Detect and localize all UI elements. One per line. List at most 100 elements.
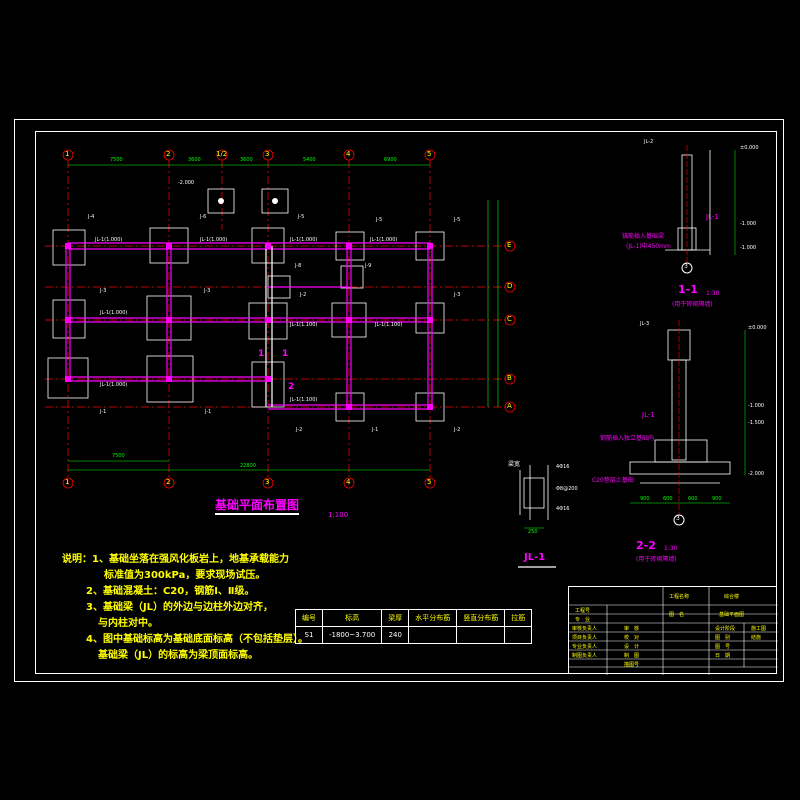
beam-label: JL-1(1.100) xyxy=(290,397,318,403)
section-1-1-anchor-note-2: (JL-1)中450mm xyxy=(626,243,671,250)
section-2-2-note: (用于砖砌隔墙) xyxy=(636,556,677,563)
table-row: S1 -1800~3.700 240 xyxy=(295,626,533,644)
section-2-2-dim: 600 xyxy=(663,496,673,502)
tb-cell: 设 计 xyxy=(624,644,640,650)
footing-label: J-6 xyxy=(200,214,207,220)
axis-bottom-2: 2 xyxy=(166,478,171,486)
axis-right-d: D xyxy=(507,282,513,290)
beam-label: JL-1(1.000) xyxy=(100,310,128,316)
table-header: 梁厚 xyxy=(381,609,410,627)
footing-label: J-5 xyxy=(298,214,305,220)
section-2-2-dim: 900 xyxy=(640,496,650,502)
footing-label: J-5 xyxy=(376,217,383,223)
tb-cell: 图 别 xyxy=(715,635,731,641)
drawing-frame-inner xyxy=(35,131,777,674)
section-1-1-scale: 1:30 xyxy=(706,290,720,297)
section-2-2-elev-1: -1.000 xyxy=(748,403,765,409)
title-block: 工程名称 综合楼 图 名 基础平面图 工程号 专 业 审核负责人 审 核 设计阶… xyxy=(568,586,778,675)
tb-cell: 制图负责人 xyxy=(572,653,598,659)
beam-label: JL-1(1.100) xyxy=(375,322,403,328)
tb-cell: 校 对 xyxy=(624,635,640,641)
table-header: 拉筋 xyxy=(504,609,533,627)
footing-label: J-2 xyxy=(300,292,307,298)
dim-top-5: 6900 xyxy=(384,157,397,163)
dim-bottom-first: 7500 xyxy=(112,453,125,459)
dim-top-1: 7500 xyxy=(110,157,123,163)
axis-top-4: 4 xyxy=(346,150,351,158)
axis-top-5: 5 xyxy=(427,150,432,158)
footing-label: J-1 xyxy=(205,409,212,415)
note-line: 基础梁（JL）的标高为梁顶面标高。 xyxy=(98,650,259,661)
section-mark: 1 xyxy=(282,349,289,359)
axis-top-1-2: 1/2 xyxy=(216,150,228,158)
table-cell xyxy=(456,626,506,644)
dim-top-2: 3600 xyxy=(188,157,201,163)
section-2-2-scale: 1:30 xyxy=(664,545,678,552)
section-1-1-anchor-note: 锚筋插入基础梁 xyxy=(622,233,665,240)
footing-label: J-2 xyxy=(296,427,303,433)
tb-cell: 施工图 xyxy=(751,626,767,632)
axis-bottom-5: 5 xyxy=(427,478,432,486)
jl1-stirrup: Φ8@200 xyxy=(556,486,578,492)
tb-cell: 审核负责人 xyxy=(572,626,598,632)
tb-cell: 图 号 xyxy=(715,644,731,650)
footing-label: J-3 xyxy=(204,288,211,294)
table-header: 编号 xyxy=(295,609,323,627)
section-1-1-title: 1-1 xyxy=(678,283,698,296)
table-header: 水平分布筋 xyxy=(408,609,458,627)
section-2-2-elev-top: ±0.000 xyxy=(748,325,767,331)
note-line: 标准值为300kPa，要求现场试压。 xyxy=(104,570,266,581)
axis-right-c: C xyxy=(507,315,512,323)
footing-label: J-1 xyxy=(372,427,379,433)
footing-label: J-3 xyxy=(100,288,107,294)
drawing-label: 图 名 xyxy=(669,612,685,618)
section-1-1-note: (用于砖砌隔墙) xyxy=(672,301,713,308)
axis-bottom-1: 1 xyxy=(65,478,70,486)
table-cell: 240 xyxy=(381,626,410,644)
tb-cell: 描图号 xyxy=(624,662,640,668)
dim-top-4: 5400 xyxy=(303,157,316,163)
section-mark: 1 xyxy=(258,349,265,359)
section-2-2-elev-3: -2.000 xyxy=(748,471,765,477)
dim-top-3: 3600 xyxy=(240,157,253,163)
table-cell xyxy=(408,626,458,644)
section-2-2-elev-2: -1.500 xyxy=(748,420,765,426)
title-block-grid xyxy=(569,587,778,675)
axis-right-a: A xyxy=(507,402,512,410)
note-line: 4、图中基础标高为基础底面标高（不包括垫层）。 xyxy=(86,634,308,645)
project-label: 工程名称 xyxy=(669,594,690,600)
project-value: 综合楼 xyxy=(724,594,740,600)
dim-total: 22800 xyxy=(240,463,256,469)
tb-cell: 专业负责人 xyxy=(572,644,598,650)
footing-label: J-5 xyxy=(454,217,461,223)
axis-top-3: 3 xyxy=(265,150,270,158)
beam-label: JL-1(1.000) xyxy=(100,382,128,388)
footing-label: J-1 xyxy=(100,409,107,415)
section-2-2-beam: JL-3 xyxy=(640,321,650,327)
section-1-1-axis: 3 xyxy=(684,263,688,270)
drawing-frame-outer xyxy=(14,119,784,682)
section-mark: 2 xyxy=(288,382,295,392)
section-2-2-anchor-note: 钢筋插入独立基础内 xyxy=(600,435,655,442)
table-header: 标高 xyxy=(321,609,383,627)
beam-label: JL-1(1.000) xyxy=(95,237,123,243)
footing-label: J-3 xyxy=(454,292,461,298)
jl1-width: 250 xyxy=(528,529,538,535)
plan-title: 基础平面布置图 xyxy=(215,499,300,515)
beam-label: JL-1(1.000) xyxy=(370,237,398,243)
footing-label: J-9 xyxy=(365,263,372,269)
tb-cell: 设计阶段 xyxy=(715,626,736,632)
note-line: 与内柱对中。 xyxy=(98,618,158,629)
axis-top-1: 1 xyxy=(65,150,70,158)
tb-cell: 项目负责人 xyxy=(572,635,598,641)
tb-cell: 专 业 xyxy=(575,617,591,623)
beam-label: JL-1(1.000) xyxy=(200,237,228,243)
jl1-rebar-bot: 4Φ16 xyxy=(556,506,570,512)
axis-top-2: 2 xyxy=(166,150,171,158)
section-2-2-label: JL-1 xyxy=(642,411,655,419)
section-1-1-beam: JL-2 xyxy=(644,139,654,145)
tb-cell: 日 期 xyxy=(715,653,731,659)
section-2-2-dim: 900 xyxy=(712,496,722,502)
note-line: 3、基础梁（JL）的外边与边柱外边对齐， xyxy=(86,602,274,613)
note-line: 2、基础混凝土：C20，钢筋Ⅰ、Ⅱ级。 xyxy=(86,586,255,597)
